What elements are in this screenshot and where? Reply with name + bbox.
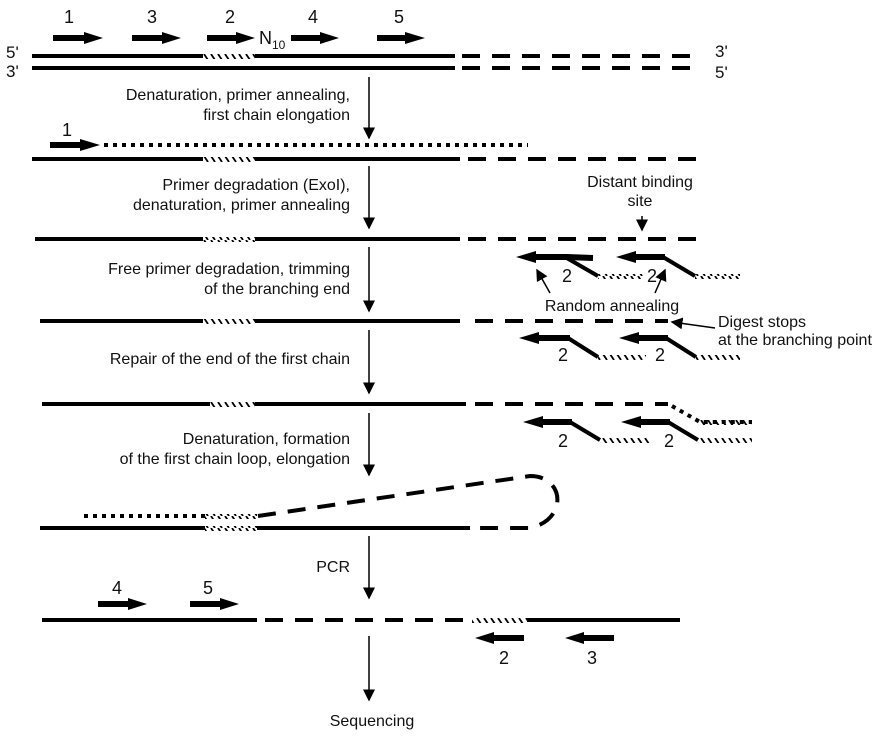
pcr-primer-5: 5 (190, 578, 239, 610)
row-first-chain: 1 (32, 120, 700, 162)
random-annealing-label: Random annealing (545, 298, 679, 315)
svg-text:2: 2 (562, 266, 572, 286)
svg-text:2: 2 (225, 7, 235, 27)
barcode-hatch (203, 54, 255, 59)
repaired-primer-a: 2 (523, 416, 650, 451)
distant-binding-line2: site (628, 193, 653, 210)
digest-stops-line1: Digest stops (718, 314, 806, 331)
svg-text:1: 1 (64, 7, 74, 27)
five-prime-right: 5' (715, 63, 728, 82)
row-primer-annealing: 2 2 Random annealing (35, 237, 740, 315)
random-annealing-arrow-a (536, 268, 551, 294)
step-2-line2: denaturation, primer annealing (133, 197, 350, 214)
loop-strand (257, 473, 560, 530)
primer-2: 2 (207, 7, 255, 44)
primer-1-arrow (80, 139, 100, 151)
step-5-line1: Denaturation, formation (183, 431, 350, 448)
random-primer-a: 2 (516, 251, 643, 286)
svg-text:2: 2 (558, 431, 568, 451)
svg-text:2: 2 (664, 431, 674, 451)
primer-1: 1 (53, 7, 103, 44)
svg-text:2: 2 (655, 345, 665, 365)
primer-3: 3 (132, 7, 181, 44)
primer-4: 4 (291, 7, 339, 44)
svg-text:5: 5 (203, 578, 213, 598)
step-1-line2: first chain elongation (203, 107, 350, 124)
svg-text:4: 4 (112, 578, 122, 598)
repaired-end-dotted (671, 404, 752, 424)
row-loop (40, 473, 560, 531)
three-prime-label: 3' (6, 62, 19, 81)
random-primer-b: 2 (616, 251, 740, 286)
pcr-primer-4: 4 (98, 578, 147, 610)
digest-stops-line2: at the branching point (718, 332, 872, 349)
step-2-line1: Primer degradation (ExoI), (162, 177, 350, 194)
three-prime-right: 3' (715, 42, 728, 61)
svg-text:4: 4 (308, 7, 318, 27)
step-3-line1: Free primer degradation, trimming (108, 261, 350, 278)
repaired-primer-b: 2 (621, 416, 752, 451)
row-repaired: 2 2 (42, 402, 752, 451)
svg-text:3: 3 (587, 648, 597, 668)
step-6-line1: PCR (316, 559, 350, 576)
primer-5: 5 (377, 7, 425, 44)
trimmed-primer-a: 2 (519, 332, 646, 365)
step-3-line2: of the branching end (204, 281, 350, 298)
primer-1-label: 1 (62, 120, 72, 140)
five-prime-label: 5' (6, 43, 19, 62)
svg-text:2: 2 (558, 345, 568, 365)
n10-label: N10 (259, 28, 286, 52)
template-duplex: 5' 3' 3' 5' 1 3 2 N10 4 5 (6, 7, 728, 82)
digest-stops-arrow (670, 317, 716, 330)
row-pcr-product: 4 5 2 3 (42, 578, 680, 668)
svg-text:5: 5 (394, 7, 404, 27)
trimmed-primer-b: 2 (619, 332, 740, 365)
step-4-line1: Repair of the end of the first chain (110, 351, 350, 368)
step-5-line2: of the first chain loop, elongation (120, 451, 350, 468)
pcr-primer-3-rev: 3 (565, 632, 614, 668)
pcr-primer-2-rev: 2 (475, 632, 524, 668)
sequencing-label: Sequencing (330, 713, 415, 730)
step-1-line1: Denaturation, primer annealing, (126, 87, 350, 104)
random-annealing-arrow-b (654, 268, 667, 294)
row-trimmed: 2 2 Digest stops at the branching point (40, 314, 872, 365)
svg-text:3: 3 (147, 7, 157, 27)
distant-binding-line1: Distant binding (587, 174, 693, 191)
svg-text:2: 2 (647, 266, 657, 286)
svg-text:2: 2 (499, 648, 509, 668)
